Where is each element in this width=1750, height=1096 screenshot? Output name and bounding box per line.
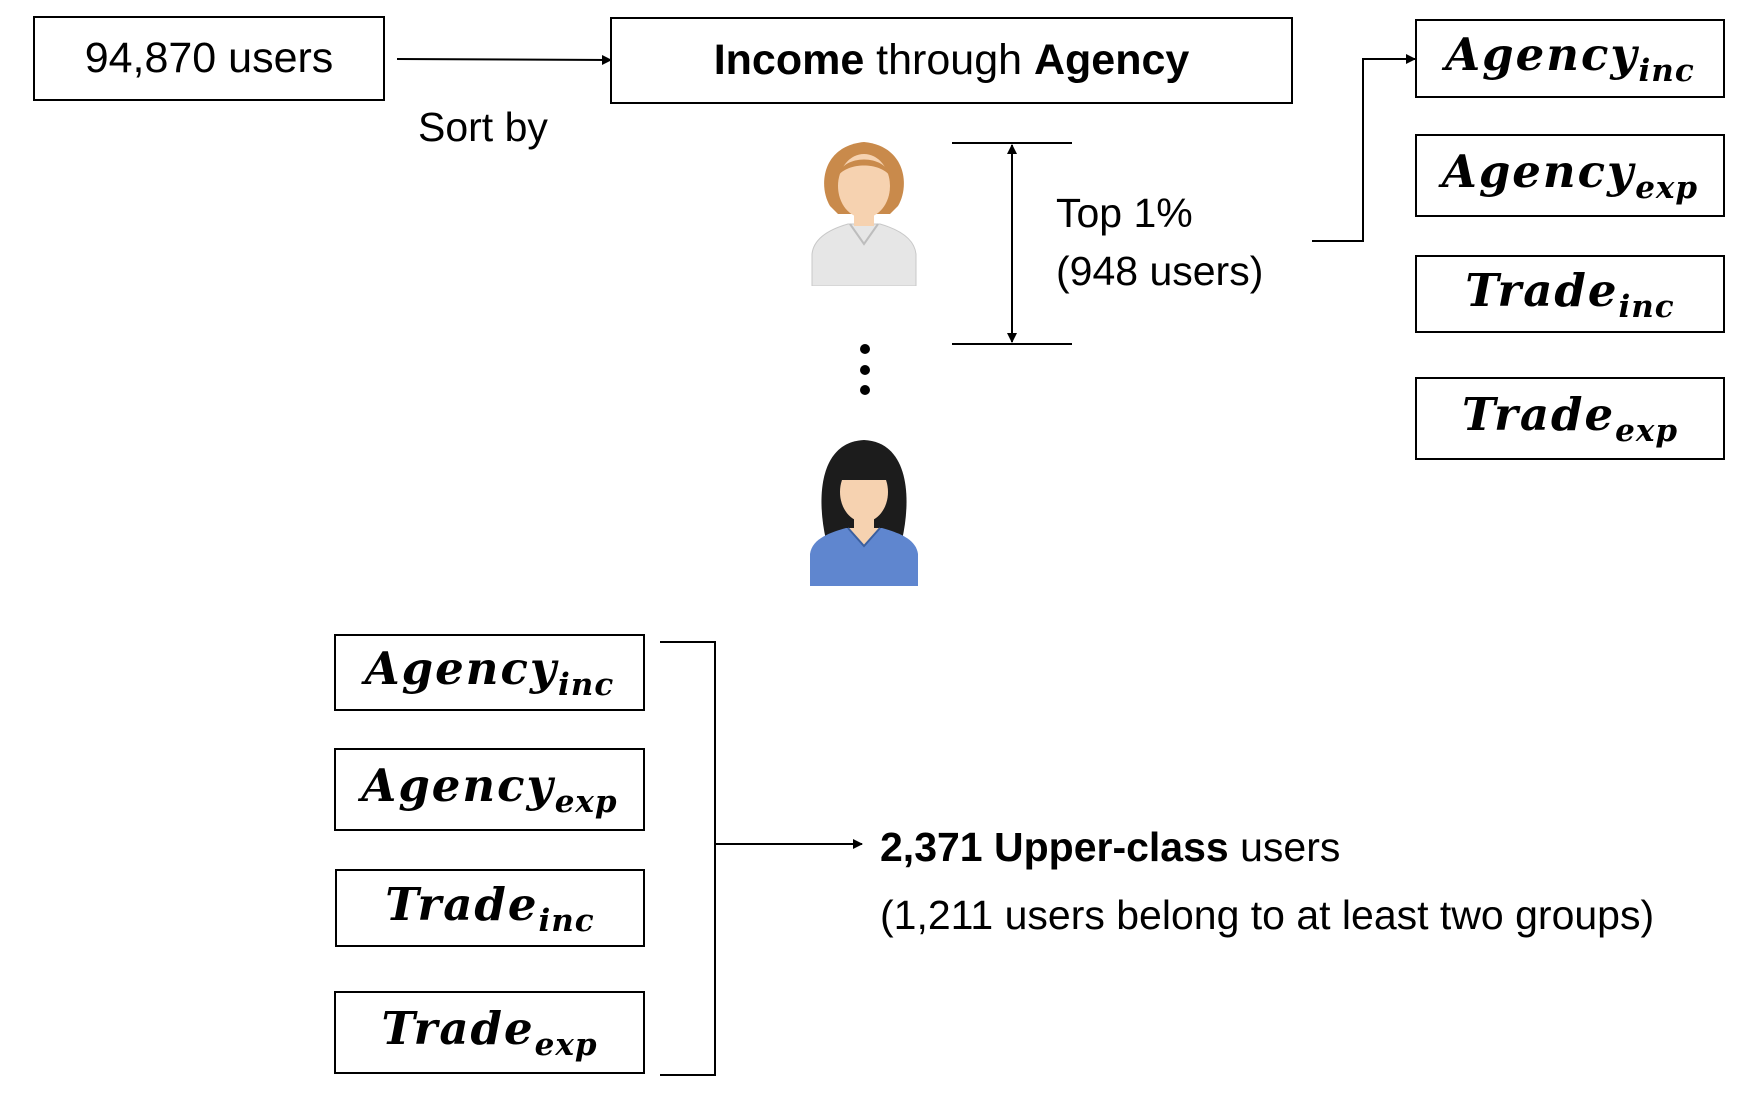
groups-bracket	[660, 641, 716, 1076]
group-sub: exp	[1635, 169, 1699, 206]
group-base: Agency	[1441, 145, 1636, 199]
ellipsis-dot	[860, 365, 870, 375]
ellipsis-dot	[860, 385, 870, 395]
group-base: Trade	[1465, 263, 1619, 317]
group-box-trade-exp: Tradeexp	[334, 991, 645, 1074]
group-sub: inc	[1638, 52, 1695, 89]
group-sub: exp	[534, 1026, 598, 1063]
source-box: 94,870 users	[33, 16, 385, 101]
person-face	[838, 154, 890, 218]
group-sub: exp	[1615, 412, 1679, 449]
source-label: 94,870 users	[84, 34, 334, 82]
group-sub: exp	[554, 783, 618, 820]
group-box-trade-exp: Tradeexp	[1415, 377, 1725, 460]
groups-arrow	[1312, 54, 1416, 242]
sort-label: Sort by	[418, 104, 548, 150]
sort-arrow	[396, 54, 612, 65]
group-base: Agency	[361, 759, 555, 813]
top-percent-label: Top 1%	[1056, 190, 1193, 236]
person-icon	[810, 440, 918, 586]
result-note: (1,211 users belong to at least two grou…	[880, 892, 1655, 938]
person-shirt	[810, 528, 918, 586]
result-bold: 2,371 Upper-class	[880, 824, 1229, 870]
group-base: Trade	[381, 1002, 535, 1056]
group-sub: inc	[1618, 288, 1675, 325]
group-sub: inc	[558, 666, 615, 703]
group-box-trade-inc: Tradeinc	[335, 869, 645, 947]
group-box-trade-inc: Tradeinc	[1415, 255, 1725, 333]
group-box-agency-exp: Agencyexp	[334, 748, 645, 831]
criterion-middle: through	[864, 36, 1034, 84]
criterion-bold-1: Income	[713, 36, 865, 84]
person-icon	[811, 142, 917, 286]
criterion-bold-2: Agency	[1033, 36, 1190, 84]
group-base: Agency	[364, 642, 559, 696]
group-box-agency-inc: Agencyinc	[1415, 19, 1725, 98]
top-count-label: (948 users)	[1056, 248, 1264, 294]
group-base: Trade	[1461, 388, 1616, 442]
group-box-agency-exp: Agencyexp	[1415, 134, 1725, 217]
result-title: 2,371 Upper-class users	[880, 824, 1340, 871]
group-sub: inc	[538, 902, 595, 939]
group-base: Agency	[1445, 28, 1639, 82]
person-shirt	[811, 223, 917, 286]
criterion-box: Income through Agency	[610, 17, 1293, 104]
result-rest: users	[1228, 824, 1341, 870]
group-box-agency-inc: Agencyinc	[334, 634, 645, 711]
group-base: Trade	[385, 877, 539, 931]
ellipsis-dot	[860, 344, 870, 354]
